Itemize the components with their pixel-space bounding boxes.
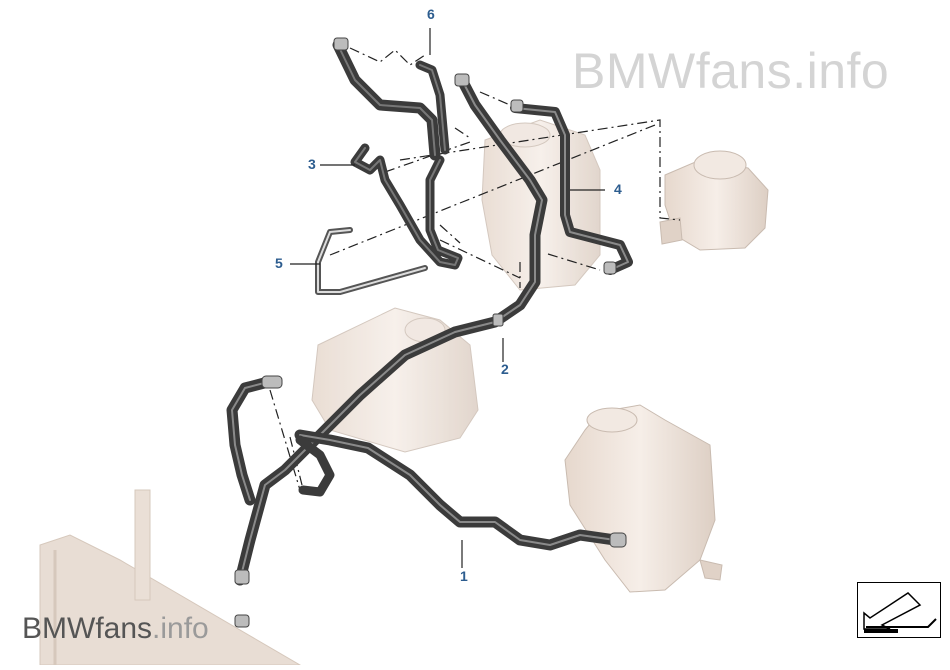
hose-3 bbox=[350, 143, 463, 270]
hose-fittings bbox=[234, 37, 627, 628]
radiator bbox=[39, 489, 302, 666]
reservoir-bottom bbox=[564, 404, 723, 593]
callout-2[interactable]: 2 bbox=[501, 361, 509, 377]
hose-6 bbox=[332, 39, 450, 161]
hose-4 bbox=[510, 103, 633, 275]
navigation-box[interactable] bbox=[857, 582, 941, 638]
guide-lines bbox=[269, 47, 681, 491]
callout-5[interactable]: 5 bbox=[275, 255, 283, 271]
leader-lines bbox=[290, 28, 605, 568]
callout-1[interactable]: 1 bbox=[460, 568, 468, 584]
callout-3[interactable]: 3 bbox=[308, 156, 316, 172]
arrow-down-left-icon bbox=[863, 592, 937, 633]
watermark-bottom: BMWfans.info bbox=[22, 612, 209, 645]
callout-6[interactable]: 6 bbox=[427, 6, 435, 22]
hose-5 bbox=[315, 227, 428, 295]
watermark-top: BMWfans.info bbox=[572, 43, 890, 99]
callout-4[interactable]: 4 bbox=[614, 181, 622, 197]
reservoir-right bbox=[659, 150, 769, 251]
hoses bbox=[226, 37, 633, 628]
hose-left-loop bbox=[226, 376, 274, 506]
hose-1 bbox=[294, 429, 621, 551]
